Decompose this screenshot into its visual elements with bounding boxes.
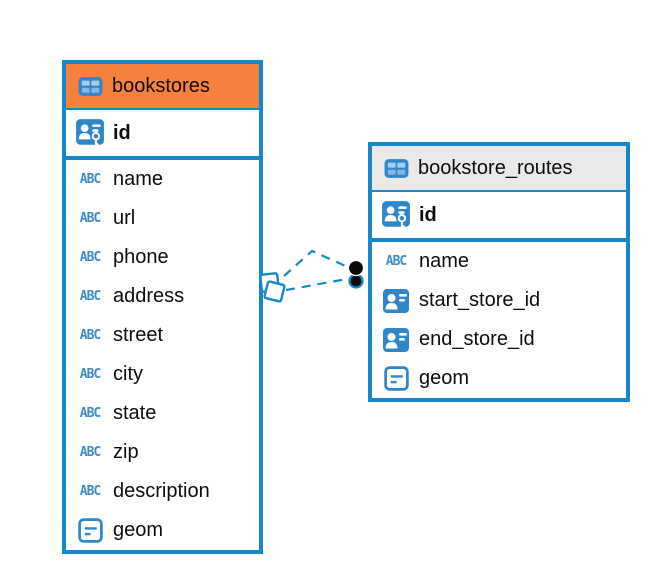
column-name: id <box>113 121 131 144</box>
text-icon: ABC <box>79 367 101 382</box>
text-icon: ABC <box>79 172 101 187</box>
key-columns-section: id <box>66 110 259 160</box>
primary-key-icon <box>381 200 411 230</box>
column-row-geom[interactable]: geom <box>66 511 259 550</box>
column-row-zip[interactable]: ABC zip <box>66 433 259 472</box>
geometry-icon <box>75 516 105 546</box>
column-row-name[interactable]: ABC name <box>66 160 259 199</box>
text-icon: ABC <box>79 406 101 421</box>
column-row-geom[interactable]: geom <box>372 359 626 398</box>
text-icon: ABC <box>79 484 101 499</box>
relationship-line-upper[interactable] <box>283 249 351 277</box>
relationship-line-lower[interactable] <box>285 277 348 292</box>
column-row-state[interactable]: ABC state <box>66 394 259 433</box>
many-end-marker[interactable] <box>259 272 286 303</box>
column-name: phone <box>113 246 169 268</box>
primary-key-icon <box>75 118 105 148</box>
text-icon: ABC <box>79 328 101 343</box>
column-row-address[interactable]: ABC address <box>66 277 259 316</box>
foreign-key-icon <box>381 286 411 316</box>
table-title: bookstores <box>112 74 210 97</box>
column-name: geom <box>419 367 470 389</box>
table-title: bookstore_routes <box>418 156 573 179</box>
geometry-icon <box>381 364 411 394</box>
column-row-start_store_id[interactable]: start_store_id <box>372 281 626 320</box>
table-icon <box>381 153 411 183</box>
column-name: id <box>419 203 437 226</box>
text-icon: ABC <box>79 289 101 304</box>
column-row-name[interactable]: ABC name <box>372 242 626 281</box>
column-row-id[interactable]: id <box>66 110 259 156</box>
table-bookstore-routes[interactable]: bookstore_routes id ABC name start_store_i… <box>368 142 630 402</box>
text-icon: ABC <box>79 445 101 460</box>
column-row-description[interactable]: ABC description <box>66 472 259 511</box>
column-name: name <box>113 168 164 190</box>
one-end-marker[interactable] <box>347 259 365 289</box>
column-name: url <box>113 207 136 229</box>
column-name: end_store_id <box>419 328 535 350</box>
column-name: city <box>113 363 143 385</box>
column-row-phone[interactable]: ABC phone <box>66 238 259 277</box>
column-row-id[interactable]: id <box>372 192 626 238</box>
key-columns-section: id <box>372 192 626 242</box>
column-row-end_store_id[interactable]: end_store_id <box>372 320 626 359</box>
column-name: start_store_id <box>419 289 541 311</box>
column-name: address <box>113 285 185 307</box>
table-header[interactable]: bookstores <box>66 64 259 110</box>
column-name: description <box>113 480 210 502</box>
column-name: state <box>113 402 157 424</box>
column-name: street <box>113 324 164 346</box>
column-row-city[interactable]: ABC city <box>66 355 259 394</box>
table-header[interactable]: bookstore_routes <box>372 146 626 192</box>
column-name: name <box>419 250 470 272</box>
column-row-url[interactable]: ABC url <box>66 199 259 238</box>
column-row-street[interactable]: ABC street <box>66 316 259 355</box>
text-icon: ABC <box>79 250 101 265</box>
column-name: zip <box>113 441 139 463</box>
text-icon: ABC <box>79 211 101 226</box>
foreign-key-icon <box>381 325 411 355</box>
text-icon: ABC <box>385 254 407 269</box>
table-icon <box>75 71 105 101</box>
column-name: geom <box>113 519 164 541</box>
